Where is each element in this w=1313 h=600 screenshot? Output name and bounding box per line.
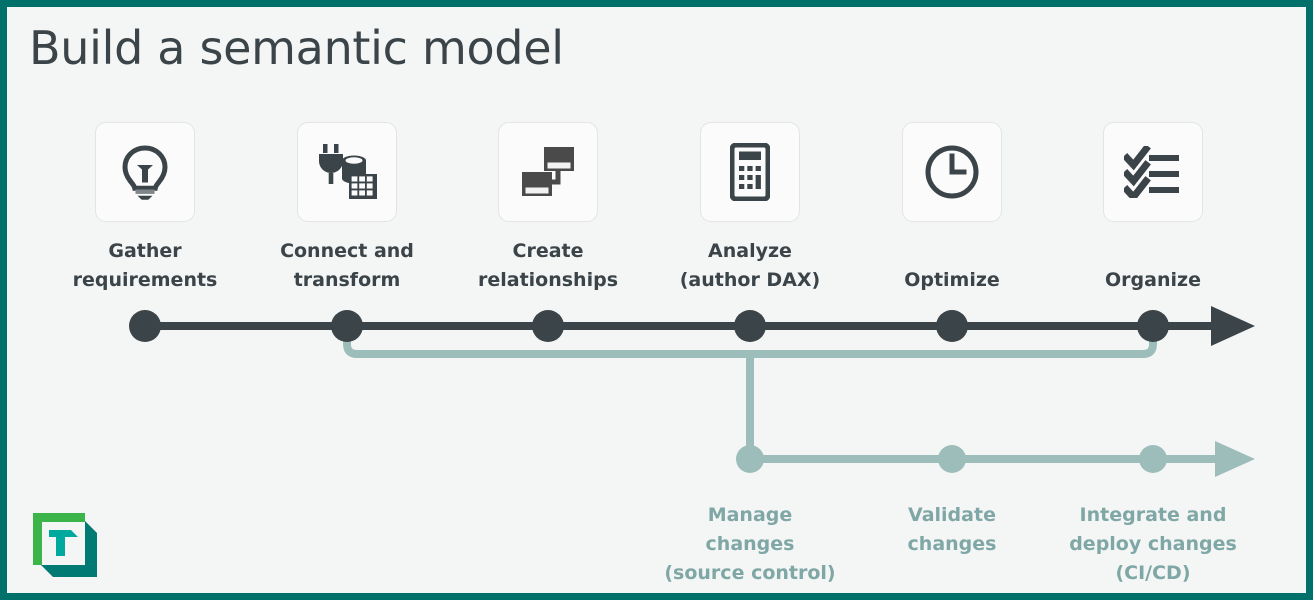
step-label-organize: Organize bbox=[1105, 269, 1201, 291]
step-label-gather: Gather requirements bbox=[72, 240, 218, 291]
primary-dot-connect[interactable] bbox=[331, 310, 363, 342]
primary-dot-analyze[interactable] bbox=[734, 310, 766, 342]
lightbulb-icon bbox=[119, 144, 171, 200]
step-card-analyze[interactable] bbox=[700, 122, 800, 222]
step-label-relationships: Create relationships bbox=[477, 240, 619, 291]
primary-dot-optimize[interactable] bbox=[936, 310, 968, 342]
clock-icon bbox=[924, 144, 980, 200]
step-card-relationships[interactable] bbox=[498, 122, 598, 222]
primary-dot-gather[interactable] bbox=[129, 310, 161, 342]
step-label-manage-changes: Manage changes (source control) bbox=[664, 504, 836, 584]
page-title: Build a semantic model bbox=[29, 21, 564, 75]
step-card-gather[interactable] bbox=[95, 122, 195, 222]
secondary-track-arrow-icon bbox=[1215, 441, 1255, 477]
step-card-optimize[interactable] bbox=[902, 122, 1002, 222]
secondary-dot-manage-changes[interactable] bbox=[736, 445, 764, 473]
step-label-optimize: Optimize bbox=[904, 269, 1000, 291]
branch-connector-path bbox=[343, 326, 1157, 358]
step-label-analyze: Analyze (author DAX) bbox=[679, 240, 821, 291]
step-label-validate-changes: Validate changes bbox=[907, 504, 997, 555]
secondary-dot-integrate-deploy[interactable] bbox=[1139, 445, 1167, 473]
primary-dot-organize[interactable] bbox=[1137, 310, 1169, 342]
checklist-icon bbox=[1124, 146, 1182, 198]
tabular-editor-logo bbox=[25, 507, 97, 583]
step-label-integrate-deploy: Integrate and deploy changes (CI/CD) bbox=[1069, 504, 1237, 584]
primary-track-arrow-icon bbox=[1211, 306, 1255, 346]
step-card-organize[interactable] bbox=[1103, 122, 1203, 222]
logo-letter-t bbox=[49, 530, 78, 556]
primary-dot-relationships[interactable] bbox=[532, 310, 564, 342]
secondary-dot-validate-changes[interactable] bbox=[938, 445, 966, 473]
relationships-icon bbox=[517, 144, 579, 200]
plug-database-icon bbox=[316, 143, 378, 201]
calculator-icon bbox=[730, 143, 770, 201]
step-card-connect[interactable] bbox=[297, 122, 397, 222]
step-label-connect: Connect and transform bbox=[280, 240, 414, 291]
